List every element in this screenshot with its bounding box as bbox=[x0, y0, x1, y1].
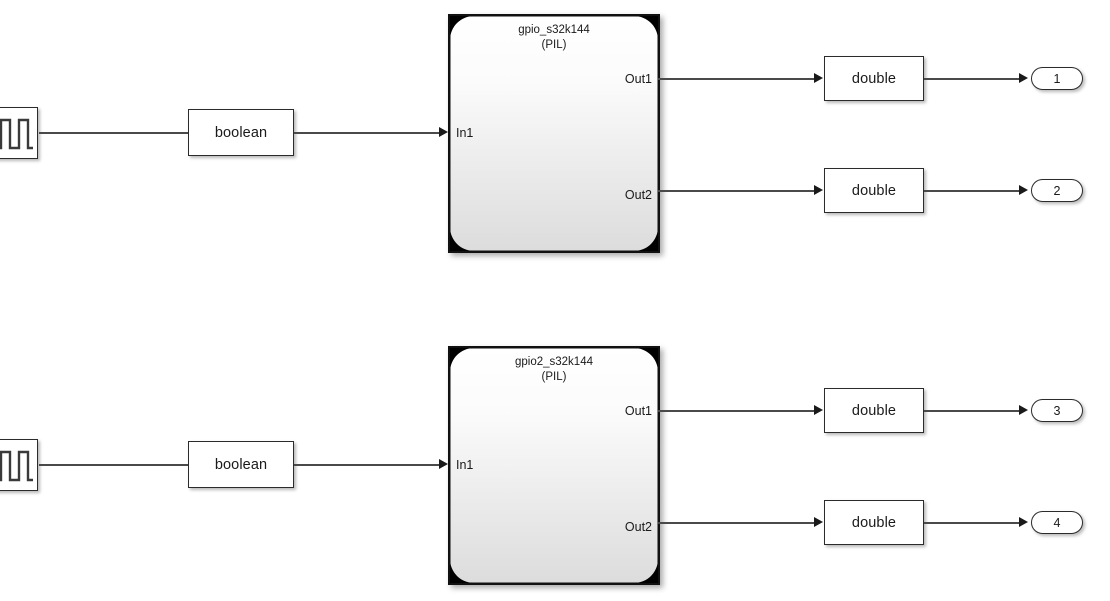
boolean-conversion-block-1[interactable]: boolean bbox=[188, 109, 294, 156]
arrowhead-pil-in1-1 bbox=[439, 127, 448, 137]
pil-output-port-label-out2: Out2 bbox=[624, 520, 652, 534]
boolean-block-label: boolean bbox=[214, 124, 268, 141]
arrowhead-outport-in-1 bbox=[1019, 73, 1028, 83]
double-conversion-block-3[interactable]: double bbox=[824, 388, 924, 433]
pil-block-shape bbox=[448, 346, 660, 585]
arrowhead-outport-in-3 bbox=[1019, 405, 1028, 415]
arrowhead-double-in-2 bbox=[814, 185, 823, 195]
arrowhead-double-in-4 bbox=[814, 517, 823, 527]
outport-block-3[interactable]: 3 bbox=[1031, 399, 1083, 422]
arrowhead-double-in-1 bbox=[814, 73, 823, 83]
signal-line-pulse-to-boolean-2 bbox=[39, 464, 217, 466]
double-conversion-block-4[interactable]: double bbox=[824, 500, 924, 545]
arrowhead-outport-in-4 bbox=[1019, 517, 1028, 527]
pulse-generator-block-2[interactable] bbox=[0, 439, 38, 491]
pil-output-port-label-out2: Out2 bbox=[624, 188, 652, 202]
pil-output-port-label-out1: Out1 bbox=[624, 72, 652, 86]
signal-line-out1-to-double-1 bbox=[658, 78, 815, 80]
outport-block-1[interactable]: 1 bbox=[1031, 67, 1083, 90]
arrowhead-double-in-3 bbox=[814, 405, 823, 415]
arrowhead-outport-in-2 bbox=[1019, 185, 1028, 195]
signal-line-double-to-outport-2 bbox=[924, 190, 1020, 192]
signal-line-boolean-to-pil-1 bbox=[294, 132, 440, 134]
double-conversion-block-1[interactable]: double bbox=[824, 56, 924, 101]
double-block-label: double bbox=[851, 70, 897, 87]
pil-subsystem-block-1[interactable]: gpio_s32k144 (PIL) In1 Out1 Out2 bbox=[448, 14, 660, 253]
pil-output-port-label-out1: Out1 bbox=[624, 404, 652, 418]
boolean-conversion-block-2[interactable]: boolean bbox=[188, 441, 294, 488]
outport-number: 3 bbox=[1053, 403, 1061, 418]
pil-subsystem-block-2[interactable]: gpio2_s32k144 (PIL) In1 Out1 Out2 bbox=[448, 346, 660, 585]
pil-block-shape bbox=[448, 14, 660, 253]
signal-line-boolean-to-pil-2 bbox=[294, 464, 440, 466]
outport-block-2[interactable]: 2 bbox=[1031, 179, 1083, 202]
double-block-label: double bbox=[851, 514, 897, 531]
double-conversion-block-2[interactable]: double bbox=[824, 168, 924, 213]
signal-line-double-to-outport-1 bbox=[924, 78, 1020, 80]
signal-line-pulse-to-boolean-1 bbox=[39, 132, 217, 134]
outport-number: 2 bbox=[1053, 183, 1061, 198]
double-block-label: double bbox=[851, 402, 897, 419]
square-wave-icon bbox=[0, 118, 33, 150]
pil-input-port-label-in1: In1 bbox=[456, 126, 474, 140]
outport-number: 1 bbox=[1053, 71, 1061, 86]
signal-line-out1-to-double-3 bbox=[658, 410, 815, 412]
outport-number: 4 bbox=[1053, 515, 1061, 530]
signal-line-double-to-outport-3 bbox=[924, 410, 1020, 412]
pil-input-port-label-in1: In1 bbox=[456, 458, 474, 472]
boolean-block-label: boolean bbox=[214, 456, 268, 473]
signal-line-out2-to-double-2 bbox=[658, 190, 815, 192]
pulse-generator-block-1[interactable] bbox=[0, 107, 38, 159]
double-block-label: double bbox=[851, 182, 897, 199]
signal-line-double-to-outport-4 bbox=[924, 522, 1020, 524]
signal-line-out2-to-double-4 bbox=[658, 522, 815, 524]
outport-block-4[interactable]: 4 bbox=[1031, 511, 1083, 534]
arrowhead-pil-in1-2 bbox=[439, 459, 448, 469]
square-wave-icon bbox=[0, 450, 33, 482]
